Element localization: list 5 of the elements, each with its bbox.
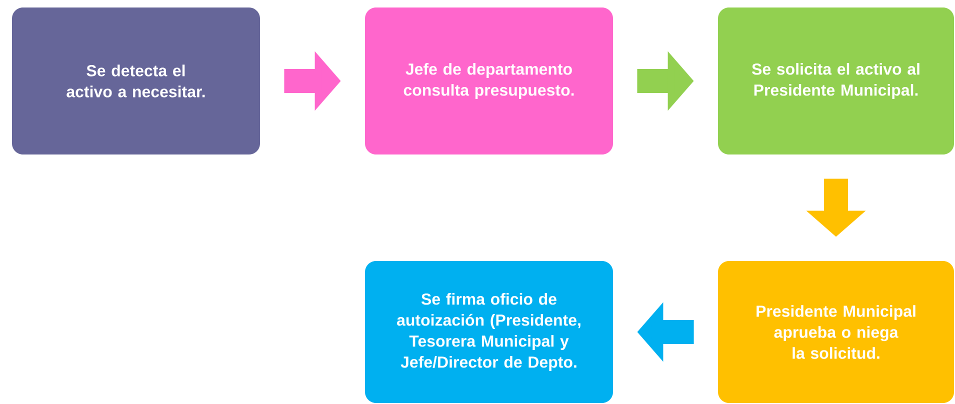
process-box: Jefe de departamento consulta presupuesto. [365, 8, 613, 154]
process-box: Se detecta el activo a necesitar. [12, 8, 260, 154]
process-box: Se firma oficio de autoización (Presidente, Tesorera Municipal y Jefe/Director de Depto. [365, 261, 613, 403]
process-box: Se solicita el activo al Presidente Municipal. [718, 8, 954, 154]
process-box: Presidente Municipal aprueba o niega la solicitud. [718, 261, 954, 403]
